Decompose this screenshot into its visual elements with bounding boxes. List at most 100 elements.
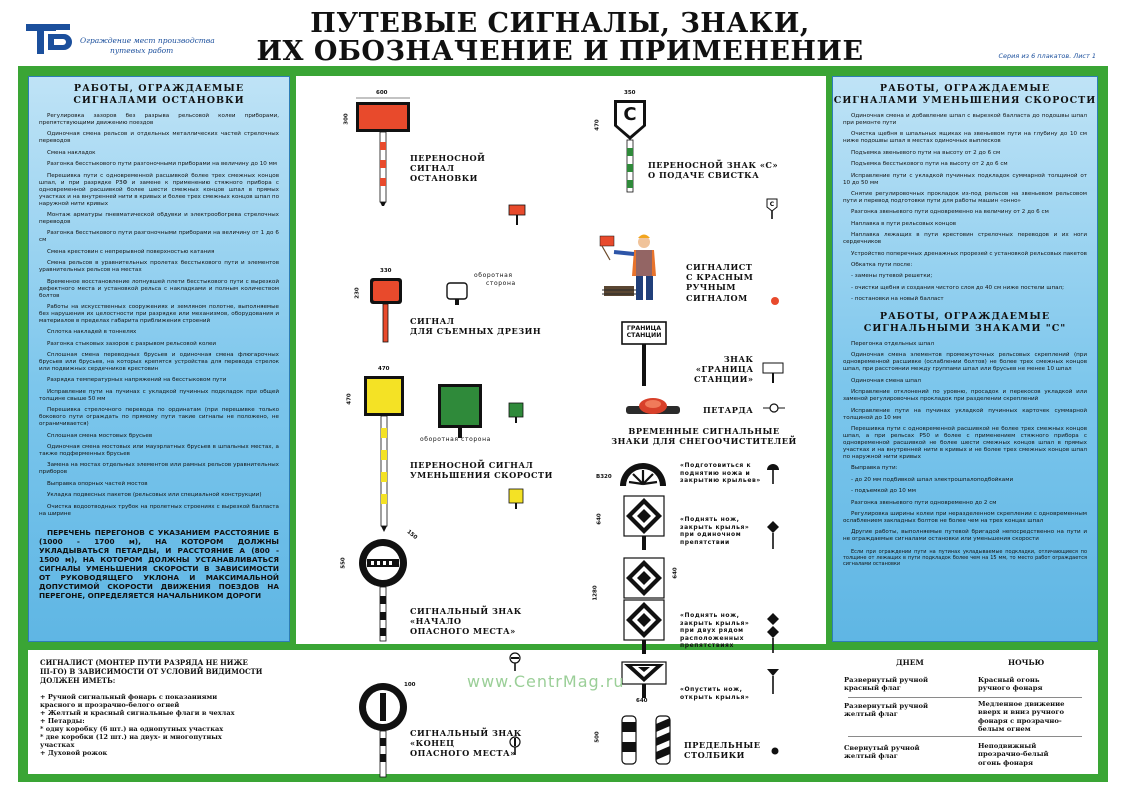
dimension-label: 500 (594, 731, 601, 743)
list-item: Регулировка зазоров без разрыва рельсово… (39, 113, 279, 126)
dimension-label: 600 (376, 90, 388, 96)
list-item: Разгонка звеньевого пути одновременно на… (851, 209, 1049, 216)
danger-start-sign-icon (359, 539, 407, 642)
list-item: участках (40, 741, 75, 749)
list-item: Подъемка бесстыкового пути на высоту от … (851, 161, 1008, 168)
signalman-figure-icon (599, 234, 656, 300)
label-line: ОСТАНОВКИ (410, 173, 478, 184)
snow-sign-prepare-icon (620, 463, 666, 486)
panel-note: Если при ограждении пути на путинах укла… (843, 549, 1087, 568)
list-item: Выправка опорных частей мостов (47, 480, 148, 487)
danger-start-mini-icon (509, 652, 521, 671)
snowplough-signs-heading: ВРЕМЕННЫЕ СИГНАЛЬНЫЕ ЗНАКИ ДЛЯ СНЕГООЧИС… (594, 426, 814, 446)
list-item: Работы на искусственных сооружениях и зе… (39, 303, 279, 324)
label-line: «Поднять нож, (680, 612, 740, 619)
list-item: Сплотка накладей в тоннелях (47, 329, 137, 336)
table-cell: Красный огонь ручного фонаря (978, 676, 1042, 693)
label-line: СТАНЦИИ» (694, 374, 754, 385)
snow-sign-prepare-mini-icon (767, 464, 779, 484)
dimension-label: 1280 (592, 585, 599, 601)
label-line: ЗНАК (723, 354, 754, 364)
dimension-label: 640 (672, 567, 679, 579)
list-item: Исправление пути с укладкой пучинных под… (843, 172, 1087, 186)
speed-signal-icon (364, 376, 404, 532)
label-line: закрытию крыльев» (680, 477, 761, 484)
logo-caption: Ограждение мест производства путевых раб… (80, 36, 215, 56)
panel-title-line: РАБОТЫ, ОГРАЖДАЕМЫЕ (879, 83, 1051, 94)
list-item: Разгонка бесстыкового пути разгоночными … (47, 161, 278, 168)
label-line: СИГНАЛИСТ (686, 262, 753, 272)
label-line: ДЛЯ СЪЕМНЫХ ДРЕЗИН (410, 326, 542, 337)
list-item: + Ручной сигнальный фонарь с показаниями (40, 693, 218, 701)
list-item: + Петарды: (40, 717, 85, 725)
station-border-label: ЗНАК «ГРАНИЦА СТАНЦИИ» (694, 354, 754, 385)
list-item: Наплавка в пути рельсовых концов (851, 220, 957, 227)
drezina-signal-back-icon (446, 282, 468, 305)
list-item: Исправление отклонений по уровню, просад… (843, 389, 1087, 403)
petard-icon (626, 398, 680, 414)
list-item: Одиночная смена элементов промежуточных … (843, 352, 1087, 373)
panel-title-line: СИГНАЛАМИ УМЕНЬШЕНИЯ СКОРОСТИ (833, 95, 1097, 106)
signalman-equipment: СИГНАЛИСТ (МОНТЕР ПУТИ РАЗРЯДА НЕ НИЖЕ I… (40, 658, 290, 757)
dimension-label: 640 (636, 698, 648, 704)
dimension-label: 640 (596, 513, 603, 525)
label-line: «Опустить нож, (680, 686, 743, 693)
label-line: при двух рядом (680, 627, 744, 634)
label-line: оборотная (474, 272, 513, 279)
stop-signal-icon (356, 97, 410, 206)
panel-title: РАБОТЫ, ОГРАЖДАЕМЫЕ СИГНАЛАМИ ОСТАНОВКИ (29, 83, 289, 107)
column-header-day: ДНЕМ (896, 658, 924, 667)
dimension-label: 470 (594, 119, 601, 131)
list-item: Смена накладок (47, 149, 96, 156)
cell-line: вверх и вниз ручного (978, 708, 1065, 717)
list-item: Очистка водоотводных трубок на пролетных… (39, 503, 279, 517)
label-line: ПЕРЕНОСНОЙ СИГНАЛ (410, 460, 534, 470)
list-item: * одну коробку (6 шт.) на однопутных уча… (40, 725, 224, 733)
speed-reduction-works-panel: РАБОТЫ, ОГРАЖДАЕМЫЕ СИГНАЛАМИ УМЕНЬШЕНИЯ… (832, 76, 1098, 642)
label-line: О ПОДАЧЕ СВИСТКА (648, 170, 760, 181)
label-line: ВРЕМЕННЫЕ СИГНАЛЬНЫЕ (628, 426, 780, 436)
c-sign-mini-icon: С (766, 198, 778, 219)
label-line: СТОЛБИКИ (684, 750, 745, 761)
watermark: www.CentrMag.ru (467, 672, 625, 691)
cell-line: Развернутый ручной (844, 702, 929, 710)
list-item: + Духовой рожок (40, 749, 108, 757)
speed-signal-back-icon (438, 384, 482, 438)
cell-line: фонаря с прозрачно- (978, 716, 1062, 725)
c-whistle-sign-icon (614, 100, 646, 193)
cell-line: Свернутый ручной (844, 744, 920, 752)
row-divider (848, 697, 1082, 698)
panel-title: РАБОТЫ, ОГРАЖДАЕМЫЕ СИГНАЛАМИ УМЕНЬШЕНИЯ… (833, 83, 1097, 107)
list-item: Исправление пути на пучинах с укладкой п… (39, 388, 279, 402)
label-line: «ГРАНИЦА (695, 364, 754, 375)
list-item: Смена крестовин с непрерывной поверхност… (47, 248, 215, 255)
label-line: УМЕНЬШЕНИЯ СКОРОСТИ (410, 470, 553, 481)
danger-end-label: СИГНАЛЬНЫЙ ЗНАК «КОНЕЦ ОПАСНОГО МЕСТА» (410, 728, 522, 759)
table-cell: Медленное движение вверх и вниз ручного … (978, 700, 1065, 733)
panel-title-line: СИГНАЛЬНЫМИ ЗНАКАМИ "С" (863, 323, 1067, 335)
list-item: Другие работы, выполняемые путевой брига… (843, 529, 1087, 543)
list-item: Одиночная смена мостовых или мауэрлатных… (39, 444, 279, 458)
list-item: красного и прозрачно-белого огней (40, 701, 180, 709)
list-item: - до 20 мм подбивкой шпал электрошпалопо… (851, 476, 1014, 483)
cell-line: Неподвижный (978, 742, 1037, 750)
label-line: препятствии (680, 538, 730, 546)
snow-sign-lower-icon (621, 661, 667, 698)
list-item: Смена рельсов в уравнительных пролетах б… (39, 260, 279, 274)
bottom-area (28, 650, 1098, 774)
list-item: Сплошная смена мостовых брусьев (47, 432, 153, 439)
equipment-intro: СИГНАЛИСТ (МОНТЕР ПУТИ РАЗРЯДА НЕ НИЖЕ I… (40, 658, 290, 685)
snow-sign-double-obstacle-icon (623, 557, 665, 654)
petard-label: ПЕТАРДА (703, 405, 754, 415)
table-cell: Неподвижный прозрачно-белый огонь фонаря (978, 742, 1049, 767)
red-light-dot-icon (771, 297, 779, 305)
list-item: Наплавка лежащих в пути крестовин стрело… (843, 232, 1087, 246)
list-item: Сплошная смена переводных брусьев и один… (39, 352, 279, 373)
panel-title-line: РАБОТЫ, ОГРАЖДАЕМЫЕ (879, 311, 1051, 323)
panel-title-line: РАБОТЫ, ОГРАЖДАЕМЫЕ (73, 83, 245, 94)
danger-end-mini-icon (509, 736, 521, 755)
logo-caption-line: путевых работ (110, 46, 174, 55)
dimension-label: 100 (404, 682, 416, 688)
